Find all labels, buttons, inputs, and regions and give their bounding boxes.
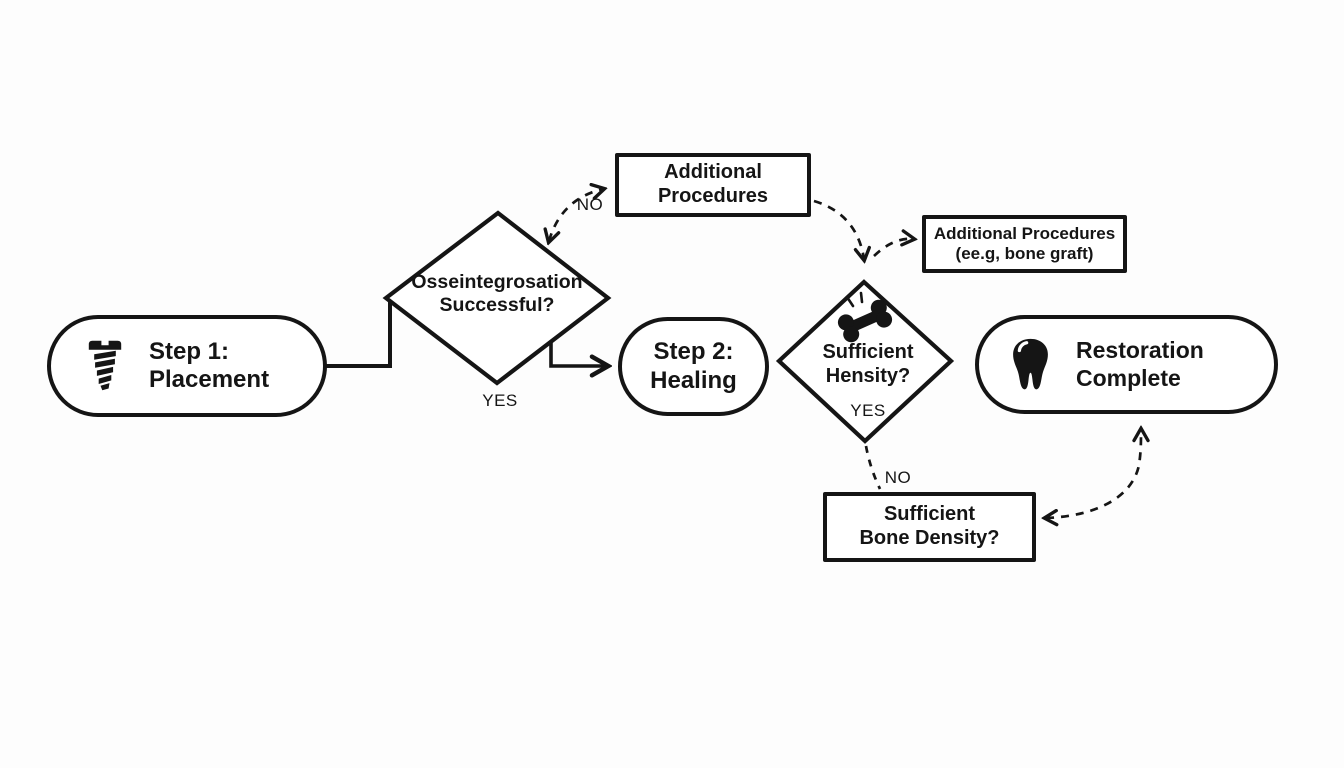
edge-addproc-to-density — [813, 199, 864, 259]
node-step1-placement: Step 1: Placement — [47, 315, 327, 417]
node-sufficient-bone-density: Sufficient Bone Density? — [823, 492, 1036, 562]
node-step2-healing: Step 2: Healing — [618, 317, 769, 416]
tooth-icon — [1013, 338, 1048, 389]
density-diamond-label: Sufficient Hensity? — [822, 341, 914, 387]
node-additional-procedures-bone-graft: Additional Procedures (ee.g, bone graft) — [922, 215, 1127, 273]
edge-step1-to-osseo — [325, 300, 392, 368]
sufficient-bone-density-label: Sufficient Bone Density? — [859, 503, 1000, 549]
edge-label-no-density: NO — [884, 468, 912, 487]
edge-density-no-bonedensity — [864, 445, 882, 490]
additional-procedures-label: Additional Procedures — [657, 161, 769, 207]
density-yes-label: YES — [850, 401, 886, 420]
implant-screw-icon — [88, 340, 122, 391]
edge-label-yes-osseo: YES — [482, 391, 518, 410]
restoration-label: Restoration Complete — [1076, 337, 1204, 391]
sparkle-marks — [845, 291, 864, 308]
node-restoration-complete: Restoration Complete — [975, 315, 1278, 414]
bone-icon — [837, 299, 893, 343]
node-additional-procedures: Additional Procedures — [615, 153, 811, 217]
edge-label-no-osseo: NO — [576, 195, 604, 214]
step2-label: Step 2: Healing — [650, 338, 737, 394]
osseo-diamond-label: Osseintegrosation Successful? — [411, 271, 583, 316]
edge-density-to-bonegraft — [873, 239, 913, 257]
density-diamond-shape — [775, 279, 955, 444]
edge-osseo-yes-to-step2 — [549, 339, 606, 366]
bone-graft-label: Additional Procedures (ee.g, bone graft) — [933, 223, 1116, 263]
osseo-diamond-shape — [382, 210, 612, 386]
step1-label: Step 1: Placement — [149, 337, 270, 393]
edge-bonedensity-restore — [1046, 430, 1141, 518]
